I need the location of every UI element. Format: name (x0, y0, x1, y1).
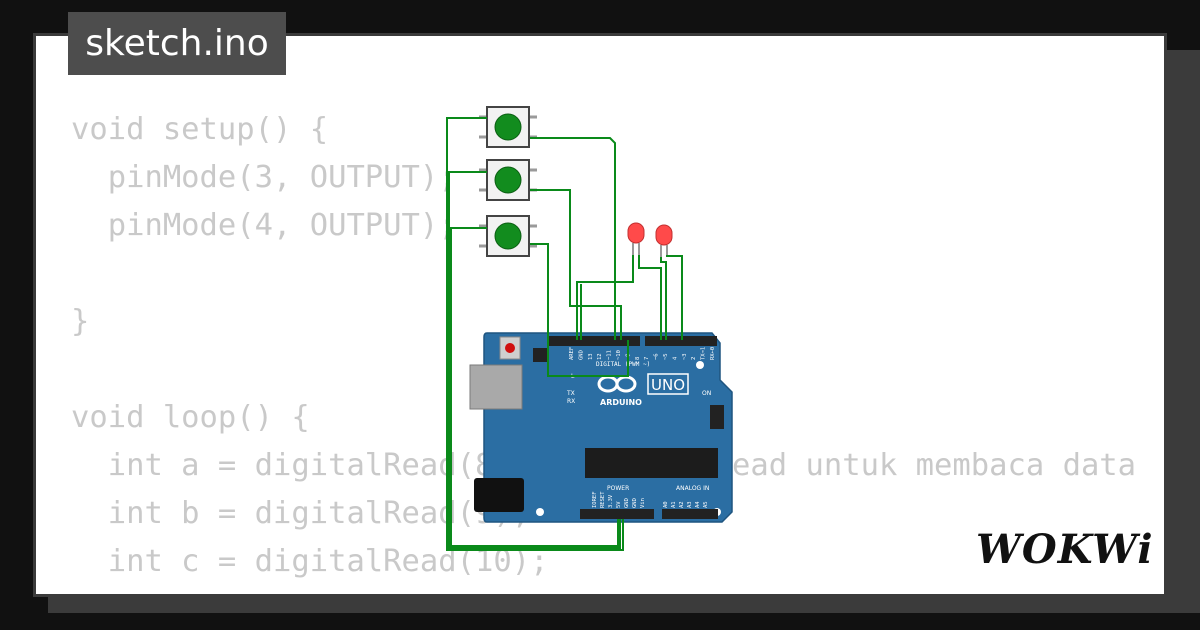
pin-label: ~5 (663, 353, 669, 360)
power-header (580, 509, 654, 519)
analog-header (662, 509, 718, 519)
power-header-label: POWER (607, 485, 629, 492)
pin-label: GND (578, 350, 584, 360)
pin-label: Vin (640, 498, 646, 508)
pushbutton-1[interactable] (479, 106, 537, 148)
pin-label: A3 (687, 501, 693, 508)
on-label: ON (702, 390, 711, 397)
code-line: pinMode(4, OUTPUT); (71, 208, 457, 243)
code-line: if (a == 1){digitalWrite(3, HIGH);} (71, 586, 1136, 594)
wire-5v-button-3 (450, 227, 619, 547)
pin-label: 8 (635, 357, 641, 360)
mount-hole (536, 508, 544, 516)
led-red-2[interactable] (655, 224, 673, 257)
pin-label: 7 (644, 357, 650, 360)
wokwi-logo: WOKWi (976, 526, 1154, 573)
pin-label: A0 (663, 501, 669, 508)
pin-label: GND (632, 498, 638, 508)
sketch-title: sketch.ino (68, 12, 286, 75)
wire-led-2-gnd (660, 257, 667, 340)
pin-label: ~3 (682, 353, 688, 360)
reset-button-cap (505, 343, 515, 353)
digital-header-right (645, 336, 717, 346)
wire-led-1-gnd (576, 255, 634, 340)
atmega-chip (585, 448, 718, 478)
icsp-header (533, 348, 547, 362)
pin-label: AREF (569, 347, 575, 360)
led-red-1[interactable] (627, 222, 645, 255)
pin-label: A1 (671, 501, 677, 508)
tx-label: TX (566, 390, 575, 397)
code-line: pinMode(3, OUTPUT); (71, 160, 457, 195)
wire-button-1-pin10 (530, 137, 616, 340)
pin-label: A2 (679, 501, 685, 508)
icsp-header (710, 405, 724, 429)
wire-5v-button-2 (448, 171, 621, 549)
wire-led-1-pin4 (638, 255, 662, 340)
wires (446, 117, 683, 551)
uno-box (647, 373, 689, 395)
pin-label: A5 (703, 501, 709, 508)
pin-label: ~11 (607, 350, 613, 360)
preview-card: void setup() { pinMode(3, OUTPUT); pinMo… (33, 33, 1167, 597)
uno-label: UNO (651, 376, 685, 394)
pin-label: 13 (588, 353, 594, 360)
rx-label: RX (567, 398, 575, 405)
pushbutton-3[interactable] (479, 215, 537, 257)
power-jack (474, 478, 524, 512)
code-line: } (71, 304, 90, 339)
pin-label: GND (624, 498, 630, 508)
digital-header-left (548, 336, 640, 346)
pin-label: IOREF (592, 491, 598, 508)
pin-label: 5V (616, 501, 622, 508)
pin-label: RESET (600, 491, 606, 508)
wire-5v-button-1 (446, 117, 624, 551)
wire-button-2-pin9 (530, 189, 622, 340)
wire-led-2-pin3 (666, 255, 683, 340)
pin-label: ~10 (616, 350, 622, 360)
pin-label: 12 (597, 353, 603, 360)
arduino-wordmark: ARDUINO (600, 398, 642, 407)
mount-hole (696, 361, 704, 369)
pin-label: ~6 (654, 353, 660, 360)
usb-port (469, 364, 523, 410)
code-line: void setup() { (71, 112, 329, 147)
pin-label: 4 (672, 356, 678, 360)
digital-header-label: DIGITAL (PWM ~) (596, 361, 650, 368)
pin-label: A4 (695, 501, 701, 508)
pin-label: RX←0 (710, 347, 716, 360)
wire-button-3-pin8 (530, 243, 629, 377)
analog-header-label: ANALOG IN (676, 485, 709, 492)
code-line: void loop() { (71, 400, 310, 435)
pin-label: 2 (691, 357, 697, 360)
pin-label: TX→1 (701, 347, 707, 360)
pin-label: 3.3V (608, 494, 614, 508)
arduino-uno-board[interactable]: DIGITAL (PWM ~) POWER ANALOG IN ARDUINO … (469, 332, 733, 523)
pushbutton-group (479, 106, 537, 257)
pushbutton-2[interactable] (479, 159, 537, 201)
